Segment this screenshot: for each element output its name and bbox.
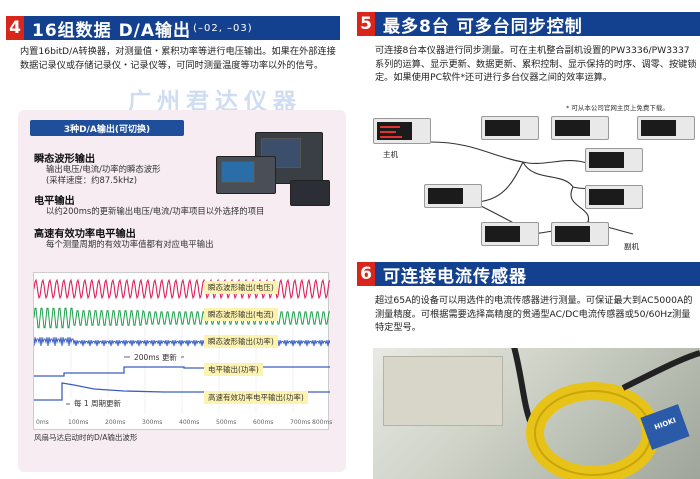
tick-2: 200ms (105, 419, 126, 426)
output1-desc: 输出电压/电流/功率的瞬态波形 (46, 164, 161, 174)
output1-title: 瞬态波形输出 (34, 154, 96, 165)
output1-desc2: (采样速度：约87.5kHz) (46, 175, 137, 185)
section6-title: 可连接电流传感器 (375, 262, 700, 287)
wave-label-power: 瞬态波形输出(功率) (204, 335, 278, 348)
section4-number: 4 (6, 16, 24, 40)
sensor-illustration (511, 348, 700, 479)
wave-label-current: 瞬态波形输出(电流) (204, 308, 278, 321)
output3-desc: 每个测量周期的有效功率值都有对应电平输出 (46, 239, 214, 249)
section6-header: 6 可连接电流传感器 (357, 262, 700, 287)
section5-title: 最多8台 可多台同步控制 (375, 12, 700, 37)
section4-title-suffix: (–02, –03) (193, 22, 253, 34)
section5-header: 5 最多8台 可多台同步控制 (357, 12, 700, 37)
section6-number: 6 (357, 262, 375, 286)
logger-device (216, 156, 276, 194)
annotation-cycle: 每 1 周期更新 (70, 397, 126, 410)
meter-device (290, 180, 330, 206)
section5-description: 可连接8台本仪器进行同步测量。可在主机整合副机设置的PW3336/PW3337系… (375, 45, 697, 83)
output2-desc: 以约200ms的更新输出电压/电流/功率项目以外选择的项目 (46, 206, 265, 216)
instrument-body (383, 356, 503, 426)
waveform-caption: 风扇马达启动时的D/A输出波形 (34, 433, 138, 442)
tick-0: 0ms (36, 419, 49, 426)
current-sensor-photo: HIOKI (373, 348, 700, 479)
section4-header: 4 16组数据 D/A输出 (–02, –03) (6, 16, 340, 41)
slave-meter-5 (424, 184, 482, 208)
tick-4: 400ms (179, 419, 200, 426)
slave-meter-7 (481, 222, 539, 246)
slave-label: 副机 (624, 242, 639, 251)
wave-label-voltage: 瞬态波形输出(电压) (204, 281, 278, 294)
master-label: 主机 (383, 150, 398, 159)
tick-3: 300ms (142, 419, 163, 426)
section4-description: 内置16bitD/A转换器，对测量值・累积功率等进行电压输出。如果在外部连接数据… (20, 46, 336, 71)
slave-meter-2 (551, 116, 609, 140)
slave-meter-3 (637, 116, 695, 140)
output3-title: 高速有效功率电平输出 (34, 229, 136, 240)
master-meter (373, 118, 431, 144)
tick-7: 700ms (290, 419, 311, 426)
section5-note: * 可从本公司官网主页上免费下载。 (566, 104, 669, 112)
tick-5: 500ms (216, 419, 237, 426)
section5-number: 5 (357, 12, 375, 36)
slave-meter-6 (585, 185, 643, 209)
tick-8: 800ms (312, 419, 333, 426)
tick-6: 600ms (253, 419, 274, 426)
section4-title: 16组数据 D/A输出 (32, 20, 192, 41)
section4-title-bar: 16组数据 D/A输出 (–02, –03) (24, 16, 340, 41)
tick-1: 100ms (68, 419, 89, 426)
annotation-200ms: 200ms 更新 (130, 351, 181, 364)
wave-label-fast-power: 高速有效功率电平输出(功率) (204, 391, 308, 404)
wave-label-level: 电平输出(功率) (204, 363, 263, 376)
slave-meter-1 (481, 116, 539, 140)
section6-description: 超过65A的设备可以用选件的电流传感器进行测量。可保证最大到AC5000A的测量… (375, 295, 693, 333)
slave-meter-4 (585, 148, 643, 172)
output2-title: 电平输出 (34, 196, 75, 207)
slave-meter-8 (551, 222, 609, 246)
waveform-panel: 瞬态波形输出(电压) 瞬态波形输出(电流) 瞬态波形输出(功率) 电平输出(功率… (33, 272, 333, 430)
panel-title: 3种D/A输出(可切换) (30, 120, 184, 136)
